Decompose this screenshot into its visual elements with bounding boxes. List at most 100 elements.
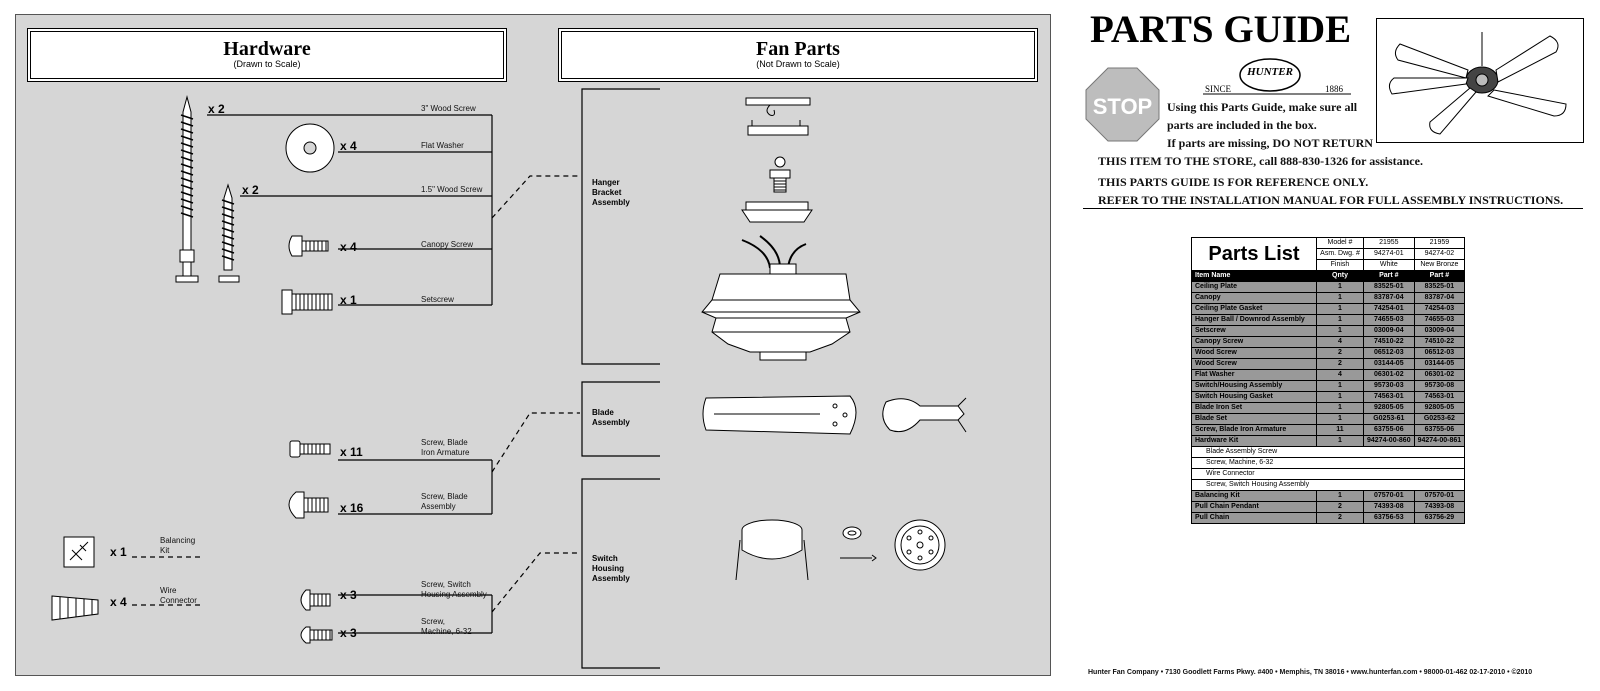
qty-flat-washer: x 4 [340, 139, 357, 153]
meta-a: 21955 [1363, 237, 1415, 249]
cell-a: 92805-05 [1363, 402, 1415, 414]
cell-name: Screw, Blade Iron Armature [1191, 424, 1317, 436]
meta-key: Finish [1316, 259, 1364, 271]
qty-1-5in-wood-screw: x 2 [242, 183, 259, 197]
cell-b: 92805-05 [1413, 402, 1466, 414]
cell-b: G0253-62 [1413, 413, 1466, 425]
hunter-logo-icon [1239, 58, 1301, 92]
cell-b: 83525-01 [1413, 281, 1466, 293]
instr-line-1: Using this Parts Guide, make sure all [1167, 100, 1358, 114]
footer-text: Hunter Fan Company • 7130 Goodlett Farms… [1088, 669, 1533, 676]
cell-name: Blade Iron Set [1191, 402, 1317, 414]
cell-a: 03144-05 [1363, 358, 1415, 370]
parts-list-title: Parts List [1191, 237, 1317, 271]
cell-qty: 2 [1316, 358, 1364, 370]
cell-qty: 1 [1316, 413, 1364, 425]
label-blade-iron-screw-1: Screw, Blade [421, 438, 468, 447]
cell-name: Wood Screw [1191, 347, 1317, 359]
cell-b: 07570-01 [1413, 490, 1466, 502]
qty-setscrew: x 1 [340, 293, 357, 307]
cell-b: 95730-08 [1413, 380, 1466, 392]
cell-name: Hardware Kit [1191, 435, 1317, 447]
cell-name: Flat Washer [1191, 369, 1317, 381]
cell-name: Switch/Housing Assembly [1191, 380, 1317, 392]
cell-a: 74563-01 [1363, 391, 1415, 403]
since-year: 1886 [1325, 84, 1343, 94]
cell-b: 74393-08 [1413, 501, 1466, 513]
hardware-header: Hardware (Drawn to Scale) [27, 28, 507, 82]
cell-b: 63755-06 [1413, 424, 1466, 436]
qty-3in-wood-screw: x 2 [208, 102, 225, 116]
col-item-name: Item Name [1191, 270, 1317, 282]
col-qty: Qnty [1316, 270, 1364, 282]
cell-a: 74254-01 [1363, 303, 1415, 315]
cell-qty: 1 [1316, 402, 1364, 414]
qty-machine-screw: x 3 [340, 626, 357, 640]
cell-name: Switch Housing Gasket [1191, 391, 1317, 403]
cell-name: Setscrew [1191, 325, 1317, 337]
meta-b: 94274-02 [1413, 248, 1466, 260]
label-machine-screw-1: Screw, [421, 617, 446, 626]
cell-a: 07570-01 [1363, 490, 1415, 502]
label-switch-housing-screw-1: Screw, Switch [421, 580, 471, 589]
cell-name: Ceiling Plate Gasket [1191, 303, 1317, 315]
cell-qty: 4 [1316, 369, 1364, 381]
table-subrow: Wire Connector [1190, 468, 1466, 480]
qty-switch-housing-screw: x 3 [340, 588, 357, 602]
stop-label: STOP [1092, 94, 1153, 119]
assembly-hanger-2: Bracket [592, 188, 622, 197]
cell-b: 03144-05 [1413, 358, 1466, 370]
cell-qty: 2 [1316, 501, 1364, 513]
cell-qty: 2 [1316, 347, 1364, 359]
qty-canopy-screw: x 4 [340, 240, 357, 254]
label-setscrew: Setscrew [421, 295, 454, 304]
since-label: SINCE [1205, 84, 1232, 94]
cell-b: 83787-04 [1413, 292, 1466, 304]
instr-line-2: parts are included in the box. [1167, 118, 1317, 132]
assembly-switch-2: Housing [592, 564, 624, 573]
cell-a: 74510-22 [1363, 336, 1415, 348]
assembly-switch-1: Switch [592, 554, 618, 563]
qty-wire-connector: x 4 [110, 595, 127, 609]
cell-qty: 1 [1316, 325, 1364, 337]
cell-a: 63756-53 [1363, 512, 1415, 524]
assembly-hanger-1: Hanger [592, 178, 620, 187]
meta-a: 94274-01 [1363, 248, 1415, 260]
cell-qty: 4 [1316, 336, 1364, 348]
label-balancing-kit-2: Kit [160, 546, 170, 555]
label-canopy-screw: Canopy Screw [421, 240, 474, 249]
cell-b: 74563-01 [1413, 391, 1466, 403]
cell-a: 63755-06 [1363, 424, 1415, 436]
cell-a: G0253-61 [1363, 413, 1415, 425]
qty-blade-assembly-screw: x 16 [340, 501, 364, 515]
col-part-a: Part # [1363, 270, 1415, 282]
cell-qty: 1 [1316, 435, 1364, 447]
cell-b: 63756-29 [1413, 512, 1466, 524]
assembly-hanger-3: Assembly [592, 198, 630, 207]
fanparts-header: Fan Parts (Not Drawn to Scale) [558, 28, 1038, 82]
cell-b: 74254-03 [1413, 303, 1466, 315]
parts-guide-title: PARTS GUIDE [1090, 8, 1352, 51]
label-blade-iron-screw-2: Iron Armature [421, 448, 470, 457]
cell-b: 03009-04 [1413, 325, 1466, 337]
qty-balancing-kit: x 1 [110, 545, 127, 559]
label-machine-screw-2: Machine, 6-32 [421, 627, 472, 636]
label-balancing-kit-1: Balancing [160, 536, 196, 545]
cell-b: 06512-03 [1413, 347, 1466, 359]
label-switch-housing-screw-2: Housing Assembly [421, 590, 487, 599]
cell-qty: 1 [1316, 314, 1364, 326]
cell-qty: 1 [1316, 490, 1364, 502]
